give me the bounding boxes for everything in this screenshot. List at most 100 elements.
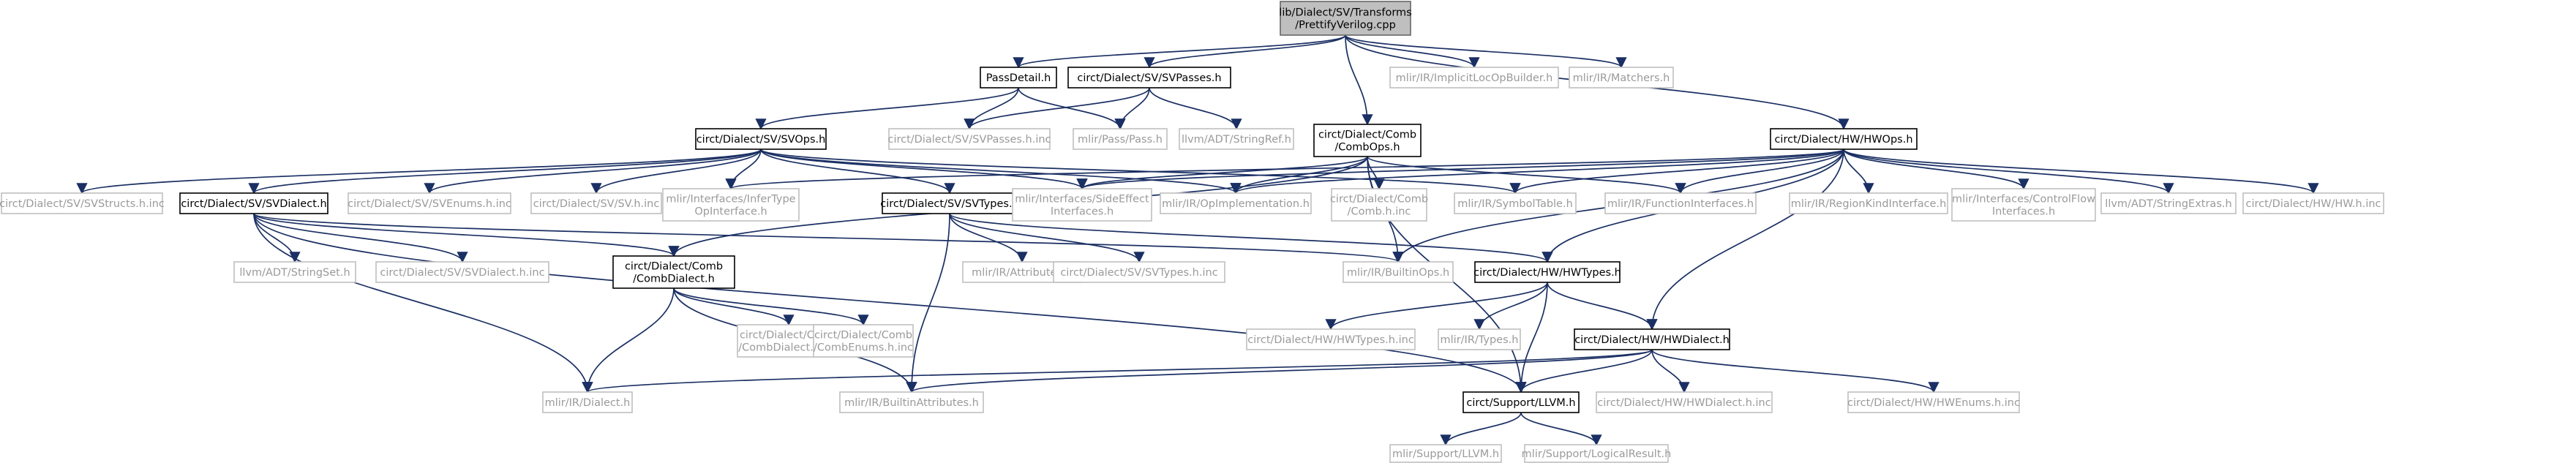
node-hwdialectinc[interactable]: circt/Dialect/HW/HWDialect.h.inc [1596,391,1773,413]
edge-root-to-passdetail [1013,34,1346,69]
node-combops[interactable]: circt/Dialect/Comb/CombOps.h [1313,124,1422,157]
edge-svpasses-to-stringref [1149,87,1242,130]
edge-svtypes-to-builtinattrs [906,213,950,394]
node-irdialect[interactable]: mlir/IR/Dialect.h [542,391,633,413]
node-svtypes[interactable]: circt/Dialect/SV/SVTypes.h [880,192,1019,214]
node-label: circt/Dialect/Comb [1330,194,1428,206]
node-svdialect[interactable]: circt/Dialect/SV/SVDialect.h [179,192,328,214]
node-box [1389,67,1559,89]
node-box [1569,67,1674,89]
node-label: /CombOps.h [1334,142,1400,154]
node-hwtypesinc[interactable]: circt/Dialect/HW/HWTypes.h.inc [1246,328,1416,350]
node-box [1474,261,1621,283]
node-label: llvm/ADT/StringRef.h [1182,134,1291,146]
node-hwenums[interactable]: circt/Dialect/HW/HWEnums.h.inc [1847,391,2020,413]
node-label: /CombEnums.h.inc [814,342,913,354]
node-label: mlir/Support/LogicalResult.h [1522,448,1672,460]
node-hwops[interactable]: circt/Dialect/HW/HWOps.h [1770,128,1918,150]
node-svops[interactable]: circt/Dialect/SV/SVOps.h [695,128,827,150]
edge-svops-to-sideeffect [760,148,1088,190]
node-label: mlir/IR/FunctionInterfaces.h [1607,198,1754,210]
node-svenums[interactable]: circt/Dialect/SV/SVEnums.h.inc [348,192,511,214]
node-builtinops[interactable]: mlir/IR/BuiltinOps.h [1343,261,1454,283]
node-box [1246,328,1416,350]
node-label: mlir/Interfaces/ControlFlow [1952,194,2095,206]
node-pass[interactable]: mlir/Pass/Pass.h [1073,128,1168,150]
edge-hwtypes-to-hwtypesinc [1325,282,1548,331]
node-svdialectinc[interactable]: circt/Dialect/SV/SVDialect.h.inc [375,261,549,283]
edge-hwops-to-controlflow [1843,148,2029,190]
edge-hwtypes-to-hwdialect [1547,282,1658,331]
node-hwdialect[interactable]: circt/Dialect/HW/HWDialect.h [1574,328,1730,350]
edge-supportllvm-to-logicalresult [1520,412,1602,446]
node-svstructs[interactable]: circt/Dialect/SV/SVStructs.h.inc [0,192,165,214]
node-box [1331,188,1427,222]
node-combenums[interactable]: circt/Dialect/Comb/CombEnums.h.inc [813,324,914,358]
node-box [1604,192,1757,214]
node-matchers[interactable]: mlir/IR/Matchers.h [1569,67,1674,89]
edge-combdialect-to-combenums [673,287,869,326]
edge-passdetail-to-pass [1018,87,1126,130]
node-label: mlir/IR/ImplicitLocOpBuilder.h [1396,72,1553,84]
node-stringset[interactable]: llvm/ADT/StringSet.h [233,261,356,283]
node-stringextras[interactable]: llvm/ADT/StringExtras.h [2100,192,2237,214]
edge-hwops-to-sideeffect [1076,148,1844,190]
node-box [1951,188,2096,222]
node-regionkind[interactable]: mlir/IR/RegionKindInterface.h [1789,192,1948,214]
node-hwtypes[interactable]: circt/Dialect/HW/HWTypes.h [1473,261,1621,283]
node-label: circt/Dialect/HW/HWOps.h [1774,134,1912,146]
edge-svtypes-to-svtypesinc [949,213,1145,263]
node-label: circt/Dialect/Comb [814,330,912,342]
node-svhinc[interactable]: circt/Dialect/SV/SV.h.inc [530,192,662,214]
edge-combdialect-to-irdialect [582,287,675,394]
node-opimpl[interactable]: mlir/IR/OpImplementation.h [1160,192,1312,214]
node-box [980,67,1057,89]
edge-svdialect-to-svdialectinc [253,213,468,263]
node-stringref[interactable]: llvm/ADT/StringRef.h [1179,128,1294,150]
edge-svtypes-to-hwtypes [949,213,1553,263]
edge-hwdialect-to-builtinattrs [906,349,1653,394]
edge-layer [76,34,2319,446]
node-svtypesinc[interactable]: circt/Dialect/SV/SVTypes.h.inc [1053,261,1225,283]
edge-hwtypes-to-irtypes [1473,282,1548,331]
node-label: circt/Dialect/SV/SVOps.h [696,134,826,146]
node-logicalresult[interactable]: mlir/Support/LogicalResult.h [1522,444,1672,463]
node-hwhinc[interactable]: circt/Dialect/HW/HW.h.inc [2242,192,2384,214]
node-symboltable[interactable]: mlir/IR/SymbolTable.h [1454,192,1577,214]
edge-svops-to-opimpl [760,148,1242,195]
node-root[interactable]: lib/Dialect/SV/Transforms/PrettifyVerilo… [1279,1,1412,36]
node-box [1073,128,1168,150]
edge-svops-to-svhinc [590,148,762,195]
node-combdialect[interactable]: circt/Dialect/Comb/CombDialect.h [612,255,735,289]
node-box [1789,192,1948,214]
node-builtinattrs[interactable]: mlir/IR/BuiltinAttributes.h [839,391,984,413]
node-label: mlir/IR/Attributes.h [972,267,1073,279]
node-irtypes[interactable]: mlir/IR/Types.h [1438,328,1521,350]
node-supportllvm[interactable]: circt/Support/LLVM.h [1462,391,1580,413]
node-box [1847,391,2020,413]
node-combhinc[interactable]: circt/Dialect/Comb/Comb.h.inc [1330,188,1428,222]
node-label: mlir/IR/BuiltinOps.h [1347,267,1449,279]
edge-svops-to-svdialect [248,148,762,195]
node-box [2100,192,2237,214]
edge-svdialect-to-builtinops [253,213,1403,263]
node-box [1343,261,1454,283]
node-svpasses[interactable]: circt/Dialect/SV/SVPasses.h [1067,67,1231,89]
node-label: mlir/Interfaces/InferType [666,194,795,206]
node-svpassesinc[interactable]: circt/Dialect/SV/SVPasses.h.inc [887,128,1051,150]
node-box [233,261,356,283]
node-label: llvm/ADT/StringSet.h [239,267,350,279]
node-box [179,192,328,214]
node-label: mlir/Interfaces/SideEffect [1015,194,1149,206]
edge-hwops-to-hwhinc [1843,148,2319,195]
node-mlirsupportllvm[interactable]: mlir/Support/LLVM.h [1389,444,1502,463]
node-passdetail[interactable]: PassDetail.h [980,67,1057,89]
node-label: circt/Dialect/SV/SVPasses.h [1077,72,1221,84]
node-label: circt/Dialect/HW/HWTypes.h.inc [1247,334,1414,346]
node-label: circt/Dialect/HW/HWEnums.h.inc [1847,397,2020,409]
node-implicitloc[interactable]: mlir/IR/ImplicitLocOpBuilder.h [1389,67,1559,89]
node-funcinterfaces[interactable]: mlir/IR/FunctionInterfaces.h [1604,192,1757,214]
